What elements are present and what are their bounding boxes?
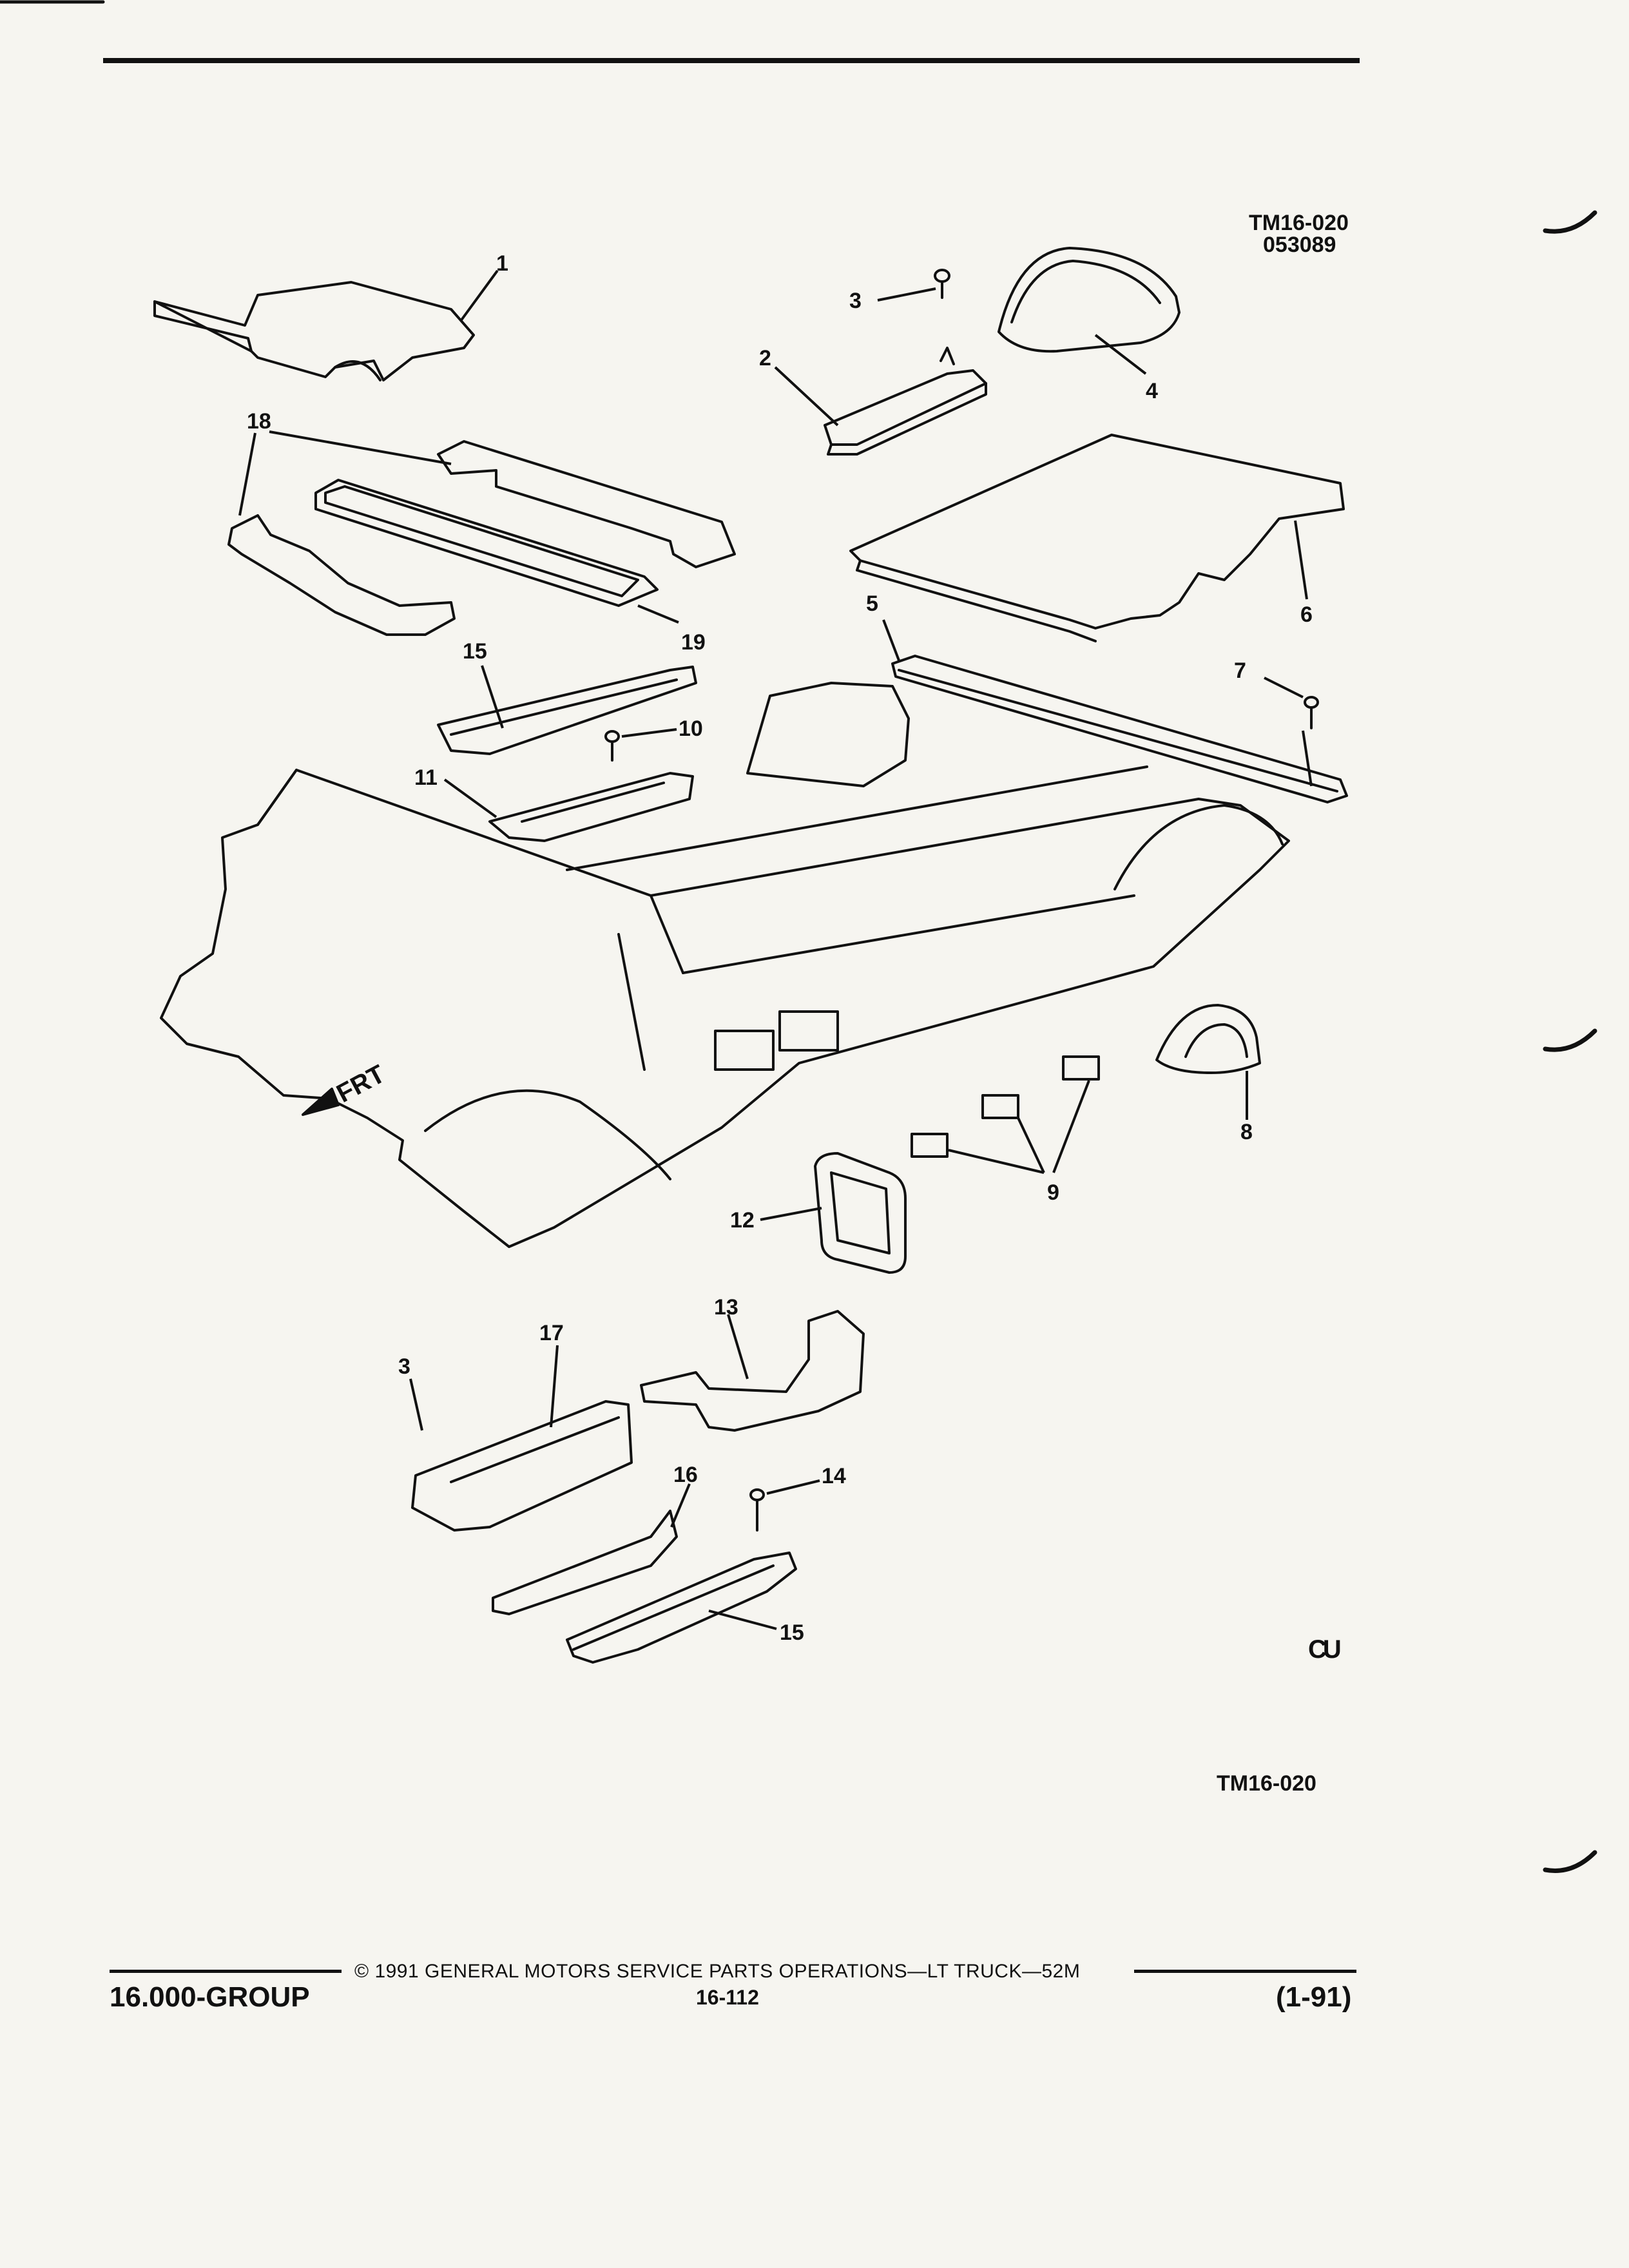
drawing-date: 053089 (1263, 233, 1336, 257)
part-10-screw (604, 730, 620, 762)
revision-label: (1-91) (1276, 1981, 1352, 2013)
part-4-wheelhouse-cover (998, 247, 1181, 353)
part-3-screw-top (934, 269, 950, 299)
callout-15-bottom: 15 (780, 1620, 804, 1645)
top-rule (103, 58, 1360, 63)
part-5-sill-rail (891, 655, 1348, 803)
callout-7: 7 (1234, 658, 1246, 683)
callout-3-top: 3 (849, 289, 862, 313)
callout-14: 14 (822, 1464, 846, 1488)
margin-marks (0, 0, 1597, 1873)
copyright-line: © 1991 GENERAL MOTORS SERVICE PARTS OPER… (354, 1961, 1081, 1982)
part-19-gasket (314, 479, 659, 607)
page-number: 16-112 (696, 1986, 759, 2009)
callout-19: 19 (681, 630, 706, 655)
callout-1: 1 (496, 251, 508, 276)
part-6-rear-floor-panel (849, 434, 1345, 642)
callout-8: 8 (1240, 1120, 1253, 1144)
callout-10: 10 (679, 716, 703, 741)
part-1-floor-panel (153, 281, 475, 381)
direction-label: FRT (332, 1060, 389, 1108)
body-floor-assembly (160, 682, 1290, 1248)
callout-3-bottom: 3 (398, 1354, 410, 1379)
callout-6: 6 (1300, 602, 1313, 627)
part-12-access-cover (814, 1152, 907, 1274)
part-9-clips (911, 1055, 1100, 1158)
callout-13: 13 (714, 1295, 738, 1320)
callout-18: 18 (247, 409, 271, 434)
part-13-bracket (640, 1310, 865, 1432)
part-14-screw (749, 1488, 765, 1532)
part-7-screw (1304, 696, 1319, 729)
callout-12: 12 (730, 1208, 755, 1233)
leader-lines (238, 269, 1313, 1630)
drawing-id: TM16-020 (1249, 211, 1349, 235)
footer-rule-right (1134, 1970, 1356, 1973)
part-16-step-pad (492, 1510, 678, 1615)
callout-17: 17 (539, 1321, 564, 1345)
callout-16: 16 (673, 1463, 698, 1487)
part-18-seals (227, 440, 736, 636)
part-2-bracket (824, 347, 987, 456)
part-17-step-tray (411, 1400, 633, 1532)
callout-15-top: 15 (463, 639, 487, 664)
part-8-wheelhouse-liner (1155, 1004, 1261, 1074)
callout-labels: 1 2 3 4 5 6 7 8 9 10 11 12 13 14 15 16 1… (247, 251, 1313, 1645)
callout-4: 4 (1146, 379, 1158, 403)
callout-9: 9 (1047, 1180, 1059, 1205)
front-arrow-icon (302, 1088, 340, 1116)
footer-rule-left (110, 1970, 342, 1973)
callout-11: 11 (414, 765, 438, 790)
bottom-drawing-id: TM16-020 (1217, 1771, 1316, 1796)
callout-2: 2 (759, 346, 771, 370)
part-15-rocker-rail-bottom (566, 1552, 797, 1664)
part-15-sill-plate-top (437, 666, 697, 755)
group-label: 16.000-GROUP (110, 1981, 310, 2013)
cu-mark: CU (1308, 1635, 1342, 1664)
callout-5: 5 (866, 591, 878, 616)
part-11-step-pad (488, 772, 694, 842)
